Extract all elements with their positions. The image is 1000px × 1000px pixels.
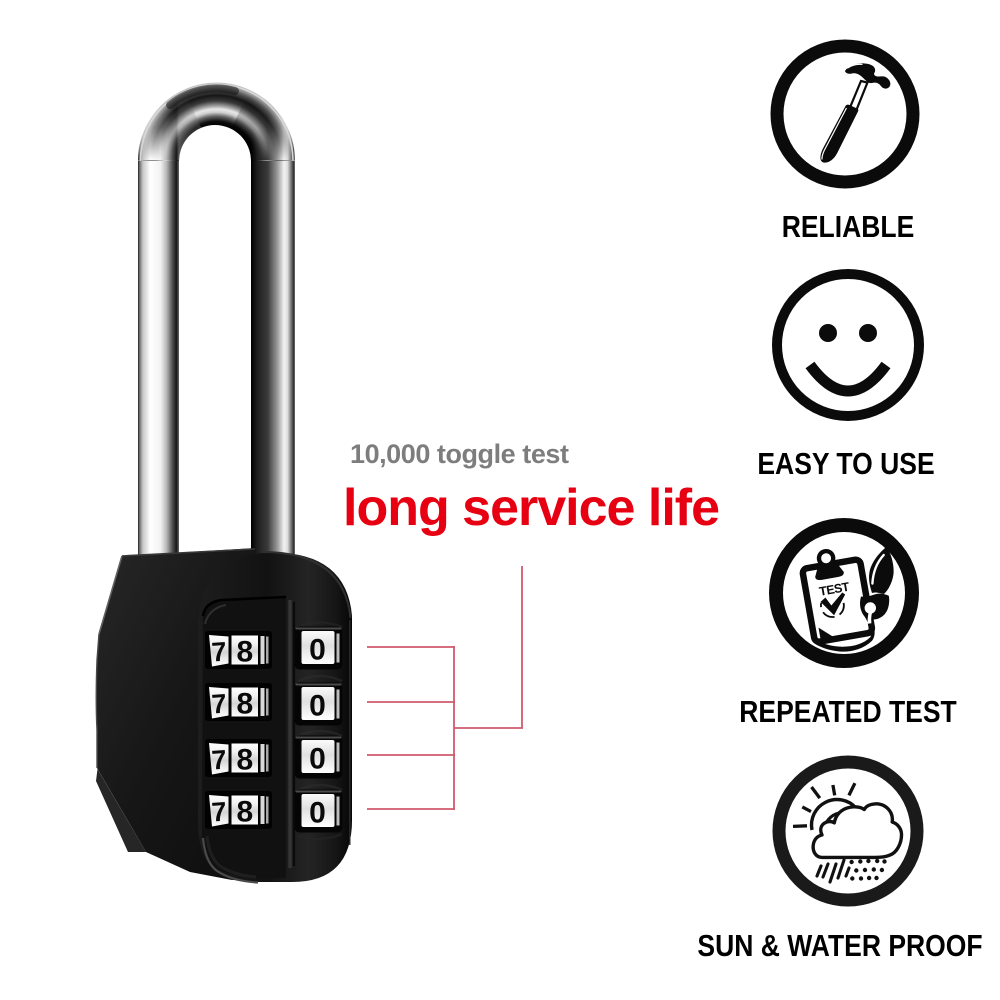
svg-text:8: 8 xyxy=(236,744,253,777)
svg-text:0: 0 xyxy=(309,743,326,776)
svg-text:8: 8 xyxy=(236,688,253,721)
svg-text:7: 7 xyxy=(211,637,228,668)
svg-text:7: 7 xyxy=(211,689,228,720)
svg-text:0: 0 xyxy=(309,634,326,667)
svg-text:0: 0 xyxy=(309,690,326,723)
svg-text:0: 0 xyxy=(309,797,326,830)
svg-text:8: 8 xyxy=(236,636,253,669)
svg-text:7: 7 xyxy=(211,745,228,776)
svg-text:8: 8 xyxy=(236,796,253,829)
svg-text:7: 7 xyxy=(211,797,228,828)
